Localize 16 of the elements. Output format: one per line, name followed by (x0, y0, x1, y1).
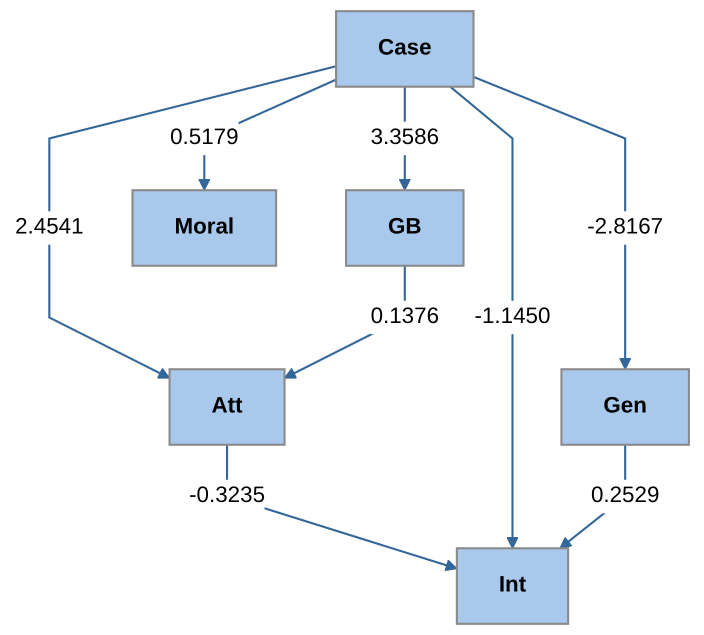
node-box: Att (168, 368, 286, 446)
node-box: GB (345, 189, 465, 267)
node-box: Int (456, 547, 570, 625)
edge-label: 3.3586 (370, 126, 440, 150)
node-box: Moral (131, 189, 278, 267)
edge-label: 0.1376 (370, 304, 440, 329)
edge-label: -1.1450 (474, 304, 550, 329)
arrow (450, 86, 519, 549)
edge-label: -0.3235 (189, 484, 266, 508)
edge-label: 0.5179 (170, 126, 239, 150)
node-box: Case (335, 10, 475, 88)
node-box: Gen (560, 368, 690, 446)
edge-label: 2.4541 (15, 215, 84, 240)
edge-label: 0.2529 (590, 484, 660, 508)
arrow (473, 76, 632, 370)
edge-label: -2.8167 (587, 215, 664, 240)
